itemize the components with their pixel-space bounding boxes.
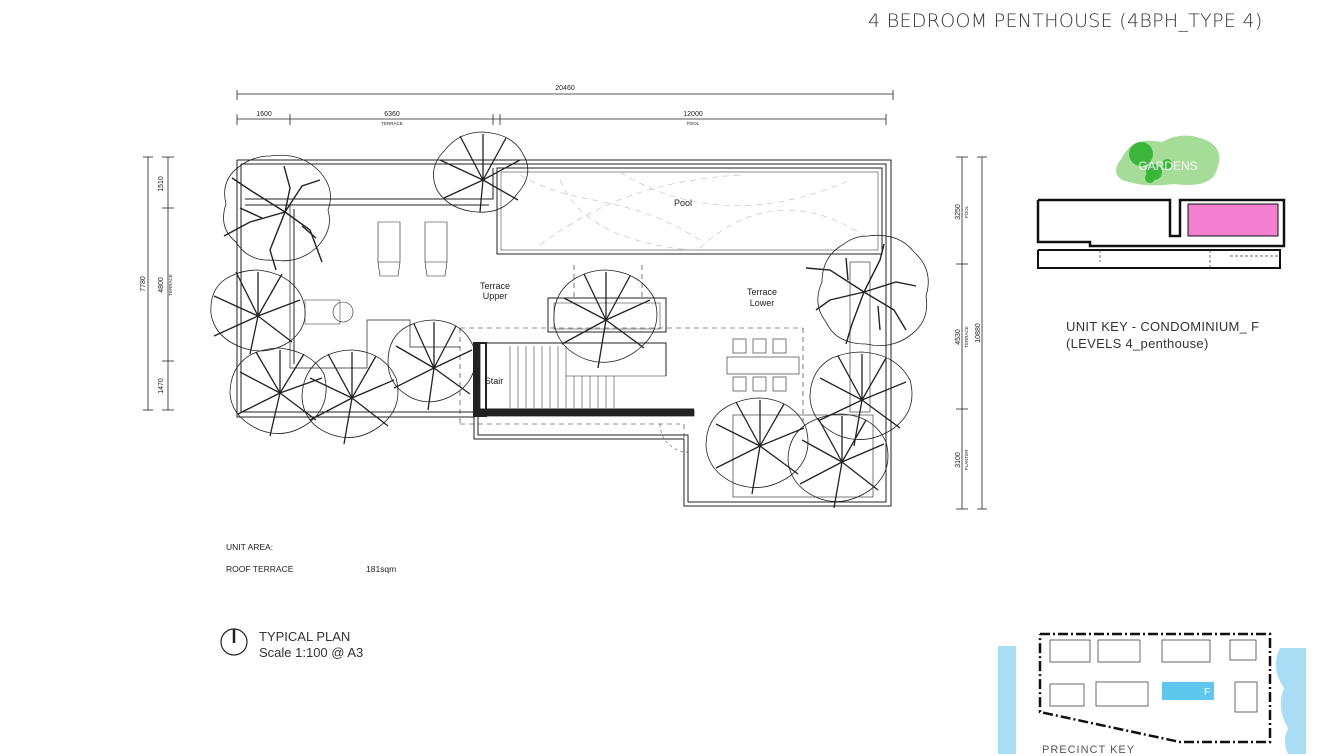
room-terrace-upper-2: Upper: [483, 291, 508, 301]
dim-left-2: 4800: [158, 277, 165, 293]
sun-loungers: [377, 221, 448, 277]
plan-title: TYPICAL PLAN: [259, 629, 351, 644]
north-arrow-icon: [220, 628, 248, 656]
tree-8: [787, 413, 889, 509]
dim-top-1: 1600: [256, 111, 272, 118]
dim-left-3: 1470: [158, 378, 165, 394]
tree-7: [705, 397, 809, 495]
roof-terrace-label: ROOF TERRACE: [226, 564, 294, 574]
tree-3: [229, 347, 327, 437]
dim-right-1-label: POOL: [964, 205, 969, 218]
unit-key-line1: UNIT KEY - CONDOMINIUM_ F: [1066, 319, 1260, 334]
room-terrace-upper-1: Terrace: [480, 281, 510, 291]
unit-area-heading: UNIT AREA:: [226, 542, 274, 552]
tree-2: [210, 269, 306, 355]
dim-left-1: 1510: [158, 176, 165, 192]
unit-highlight: [1187, 203, 1279, 237]
tree-4: [301, 349, 399, 445]
dim-right-2-label: TERRACE: [964, 326, 969, 348]
roof-terrace-value: 181sqm: [366, 564, 397, 574]
room-stair: Stair: [485, 376, 504, 386]
dimension-top: [236, 90, 894, 125]
dimension-right: [956, 156, 987, 510]
dining-table: [726, 338, 800, 392]
tree-5: [387, 319, 476, 411]
plan-title-block: TYPICAL PLAN Scale 1:100 @ A3: [259, 629, 363, 661]
dim-top-2: 6360: [384, 111, 400, 118]
precinct-key-diagram: F: [998, 632, 1306, 754]
room-pool: Pool: [674, 198, 692, 208]
precinct-unit-letter: F: [1204, 687, 1210, 698]
precinct-key-label: PRECINCT KEY: [1042, 744, 1136, 756]
page-title: 4 BEDROOM PENTHOUSE (4BPH_TYPE 4): [868, 10, 1263, 32]
tree-branching-1: [223, 154, 331, 271]
dim-right-total: 10880: [975, 323, 982, 343]
dim-overall: 20460: [555, 85, 575, 92]
unit-key-diagram: GARDENS: [1036, 135, 1286, 269]
dim-right-3: 3100: [955, 452, 962, 468]
dim-top-3-label: POOL: [687, 121, 700, 126]
stair: [473, 342, 695, 417]
unit-key-text: UNIT KEY - CONDOMINIUM_ F (LEVELS 4_pent…: [1066, 318, 1259, 352]
dim-right-3-label: PLANTER: [964, 449, 969, 471]
side-table: [332, 301, 354, 323]
unit-key-line2: (LEVELS 4_penthouse): [1066, 336, 1209, 351]
plan-scale: Scale 1:100 @ A3: [259, 645, 364, 660]
dim-left-total: 7780: [140, 276, 147, 292]
gardens-label: GARDENS: [1138, 159, 1197, 173]
dim-top-3: 12000: [683, 111, 703, 118]
dim-left-2-label: TERRACE: [168, 274, 173, 296]
tree-6: [553, 269, 658, 369]
tree-branching-2: [805, 234, 929, 347]
room-terrace-lower-2: Lower: [750, 298, 775, 308]
dim-right-2: 4530: [955, 329, 962, 345]
tree-9: [809, 351, 913, 447]
room-terrace-lower-1: Terrace: [747, 287, 777, 297]
pool-reflections: [519, 171, 871, 251]
tree-1: [433, 131, 529, 213]
dimension-left: [143, 156, 174, 411]
plan-walls: [236, 159, 892, 507]
dim-right-1: 3250: [955, 204, 962, 220]
dim-top-2-label: TERRACE: [381, 121, 403, 126]
precinct-highlight: [1162, 682, 1214, 700]
